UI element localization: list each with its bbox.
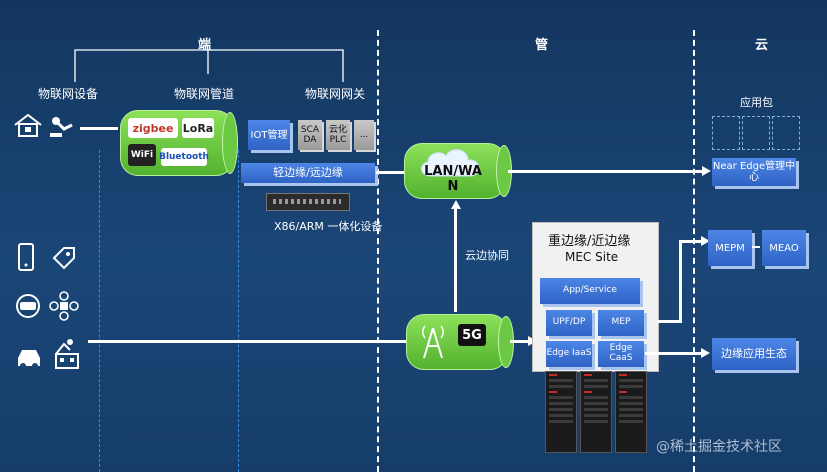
lora-chip: LoRa [182,118,214,138]
bluetooth-chip: Bluetooth [159,148,209,166]
app-package-label: 应用包 [740,96,773,109]
iot-pipe-end [222,112,238,174]
wifi-chip: WiFi [128,144,156,166]
tag-icon [52,247,75,270]
upf-dp-box: UPF/DP [546,310,592,336]
wire-lan-to-near-edge [508,170,703,173]
app-service-box: App/Service [540,278,640,304]
arrow-collab-up [451,200,461,209]
section-pipe-label: 管 [535,38,549,53]
section-edge-label: 端 [198,38,212,53]
wire-devices-to-5g [88,340,406,343]
zigbee-chip: zigbee [128,118,178,138]
robot-arm-icon [50,117,73,137]
server-rack-3 [615,371,647,453]
app-package-2 [742,116,770,150]
wire-mec-to-mepm-top [679,240,703,243]
iot-gateway-label: 物联网网关 [305,87,366,101]
factory-icon [55,339,79,369]
device-caption: X86/ARM 一体化设备 [274,220,383,233]
wire-5g-to-mec [510,340,530,343]
section-cloud-label: 云 [755,38,769,53]
light-edge-box: 轻边缘/远边缘 [241,163,375,183]
iot-mgmt-module: IOT管理 [248,120,290,150]
wire-mec-to-mepm [679,240,682,323]
edge-iaas-box: Edge IaaS [546,341,592,367]
app-package-3 [772,116,800,150]
drone-icon [49,291,79,321]
divider-edge-pipe [377,30,379,472]
wire-collab [454,208,457,312]
iot-pipe-label: 物联网管道 [174,87,235,101]
edge-ecosystem-box: 边缘应用生态 [712,338,796,370]
phone-icon [18,243,34,271]
divider-pipe-cloud [693,30,695,472]
mec-title: 重边缘/近边缘 [548,234,631,249]
app-package-1 [712,116,740,150]
cloud-icon [421,149,480,177]
5g-badge: 5G [458,324,486,346]
vr-headset-icon [16,294,40,318]
car-icon [18,350,40,369]
edge-device-image [266,193,350,211]
edge-collab-label: 云边协同 [465,249,509,262]
mec-subtitle: MEC Site [565,250,619,264]
server-rack-1 [545,371,577,453]
arrow-to-ecosystem [701,348,710,358]
wire-mec-to-ecosystem [645,352,703,355]
lan-wan-label: LAN/WAN [424,164,482,194]
more-module: ... [354,120,374,150]
near-edge-mgmt-box: Near Edge管理中心 [712,158,796,186]
meao-box: MEAO [762,230,806,266]
mepm-box: MEPM [708,230,752,266]
wire-mec-stub [657,320,680,323]
wire-gateway-to-lan [376,171,404,174]
server-rack-2 [580,371,612,453]
wire-devices-to-pipe [80,127,118,130]
tower-icon [422,325,444,359]
arrow-to-near-edge [702,166,711,176]
wire-mepm-to-meao [752,246,760,248]
mep-box: MEP [598,310,644,336]
edge-bracket [74,49,344,82]
dotted-guide-left [99,150,100,472]
edge-caas-box: Edge CaaS [598,341,644,367]
dotted-guide-right [238,150,239,472]
smart-home-icon [14,113,42,137]
iot-devices-label: 物联网设备 [38,87,99,101]
scada-module: SCA DA [298,120,322,150]
cloud-plc-module: 云化 PLC [326,120,350,150]
watermark: @稀土掘金技术社区 [656,439,782,455]
arrow-to-mepm [701,236,710,246]
5g-pipe [406,314,508,370]
